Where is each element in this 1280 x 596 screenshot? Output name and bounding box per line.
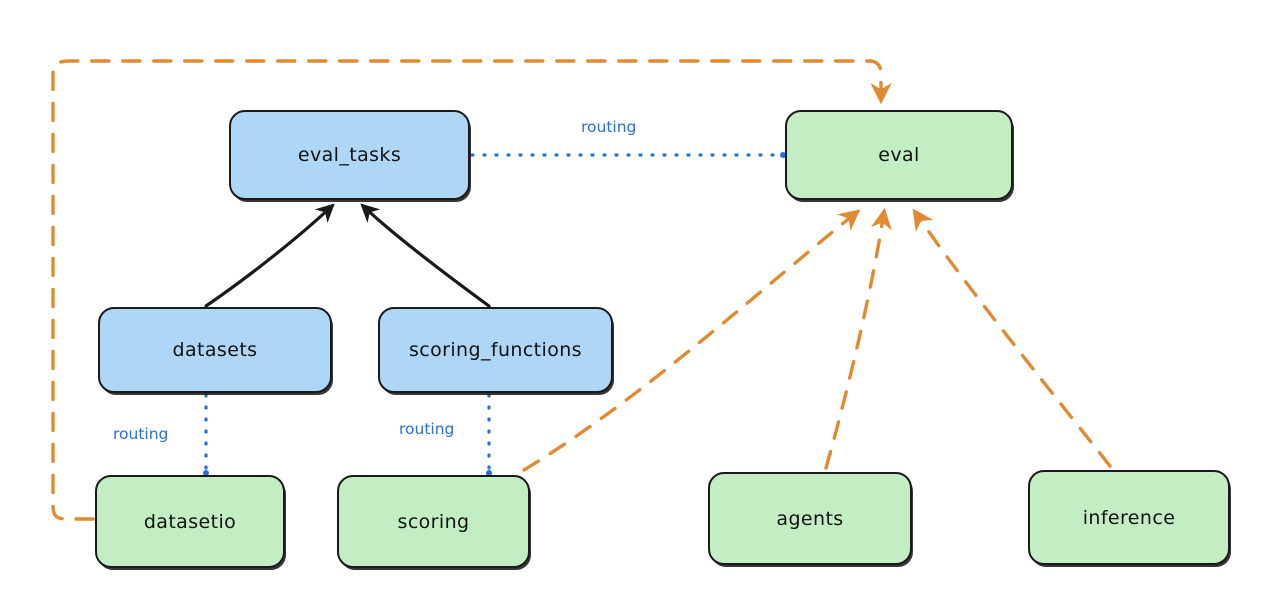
edge-agents-to-eval — [824, 207, 892, 470]
edge-endpoint-dot-eval — [780, 152, 786, 158]
node-scoring[interactable]: scoring — [337, 475, 530, 568]
node-label: datasets — [172, 339, 258, 361]
node-eval_tasks[interactable]: eval_tasks — [229, 110, 470, 200]
node-label: agents — [776, 507, 844, 530]
edge-inference-to-eval — [912, 208, 1112, 468]
node-label: datasetio — [143, 510, 237, 533]
node-datasetio[interactable]: datasetio — [95, 475, 285, 568]
node-label: inference — [1082, 506, 1176, 529]
edge-endpoint-dot-datasetio — [203, 470, 209, 476]
node-datasets[interactable]: datasets — [98, 307, 332, 393]
node-label: scoring — [397, 510, 470, 533]
edge-endpoint-dot-scoring — [486, 470, 492, 476]
node-eval[interactable]: eval — [785, 110, 1013, 200]
node-scoring_functions[interactable]: scoring_functions — [378, 307, 613, 393]
edge-scoring_functions-to-eval_tasks — [360, 203, 491, 308]
node-inference[interactable]: inference — [1028, 470, 1230, 565]
node-label: eval_tasks — [297, 144, 402, 166]
node-agents[interactable]: agents — [708, 472, 912, 565]
edge-datasets-to-eval_tasks — [204, 203, 335, 308]
node-label: eval — [878, 144, 920, 166]
edge-label-routing-datasets-datasetio: routing — [110, 425, 172, 443]
edge-datasetio-to-eval — [51, 59, 892, 521]
edge-label-routing-eval_tasks-eval: routing — [578, 118, 640, 136]
node-label: scoring_functions — [409, 339, 582, 361]
edge-label-routing-scoring_functions-scoring: routing — [396, 420, 458, 438]
